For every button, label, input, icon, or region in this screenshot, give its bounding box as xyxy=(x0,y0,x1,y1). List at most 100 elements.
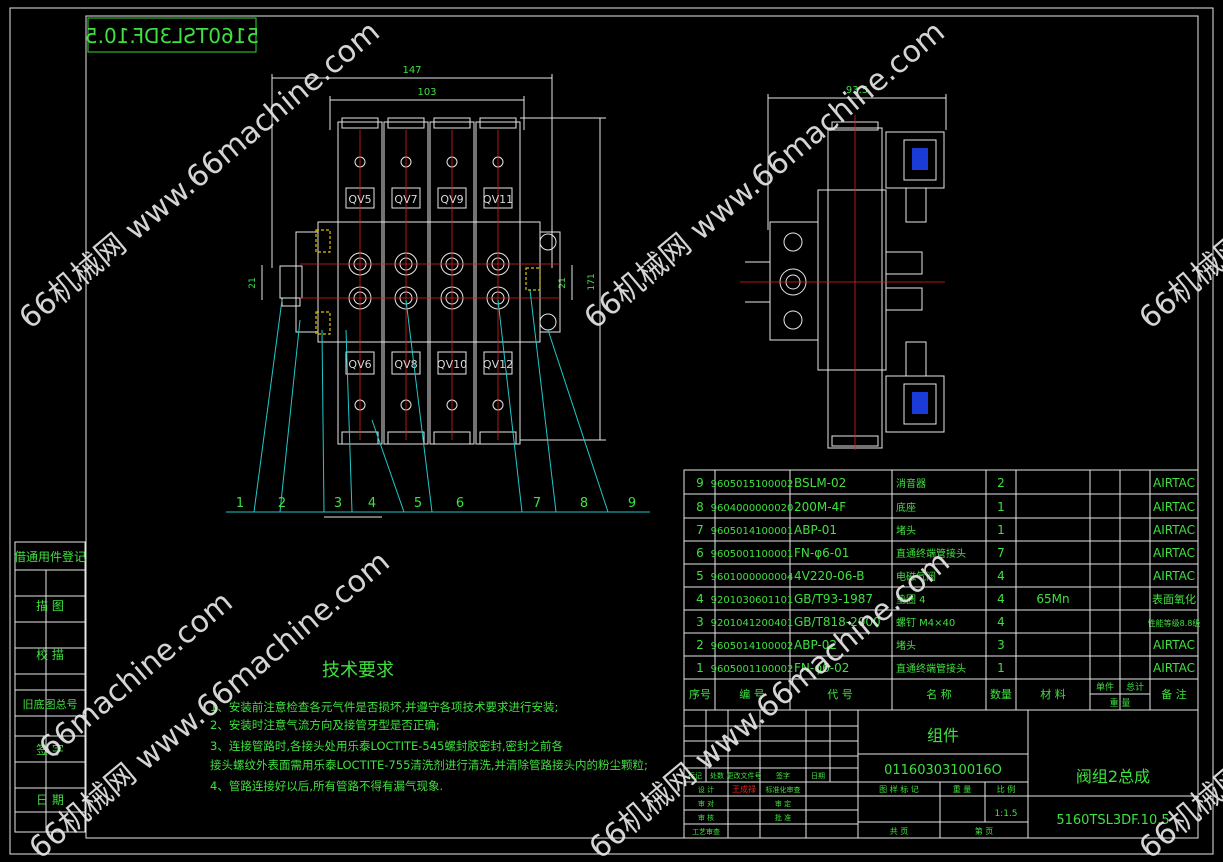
bom-spec-7: ABP-01 xyxy=(794,523,837,537)
bom-qty-3: 4 xyxy=(997,615,1005,629)
tb-review: 审 对 xyxy=(698,799,714,808)
balloon-7: 7 xyxy=(533,496,541,511)
bom-no-4: 4 xyxy=(696,592,704,606)
tb-scale: 1:1.5 xyxy=(994,809,1017,819)
balloon-1: 1 xyxy=(236,496,244,511)
side-view: 93.5 xyxy=(740,85,947,450)
bom-code-9: 9605015100002 xyxy=(711,479,794,490)
bom-h-note: 备 注 xyxy=(1161,687,1187,701)
valve-label-qv7: QV7 xyxy=(394,193,417,206)
balloon-3: 3 xyxy=(334,496,342,511)
bom-code-7: 9605014100001 xyxy=(711,526,794,537)
code-stamp: 5160TSL3DF.10.5 xyxy=(85,17,259,53)
tb-weight-label: 重 量 xyxy=(953,784,972,794)
balloon-2: 2 xyxy=(278,496,286,511)
bom-name-6: 直通终端管接头 xyxy=(896,547,966,560)
bom-h-code: 编 号 xyxy=(739,687,765,701)
bom-name-4: 垫圈 4 xyxy=(896,593,926,606)
bom-no-5: 5 xyxy=(696,569,704,583)
tb-approve: 批 准 xyxy=(775,813,791,822)
bom-qty-9: 2 xyxy=(997,476,1005,490)
bom-spec-2: ABP-02 xyxy=(794,638,837,652)
balloon-5: 5 xyxy=(414,496,422,511)
bom-no-3: 3 xyxy=(696,615,704,629)
bom-no-6: 6 xyxy=(696,546,704,560)
bom-spec-4: GB/T93-1987 xyxy=(794,592,873,606)
bom-spec-3: GB/T818-2000 xyxy=(794,615,881,629)
balloon-9: 9 xyxy=(628,496,636,511)
bom-qty-7: 1 xyxy=(997,523,1005,537)
bom-h-material: 材 料 xyxy=(1040,687,1066,701)
bom-spec-8: 200M-4F xyxy=(794,500,846,514)
bom-h-no: 序号 xyxy=(689,687,711,701)
tb-part-code: 0116030310016O xyxy=(884,763,1002,778)
bom-h-qty: 数量 xyxy=(990,688,1012,701)
valve-label-qv10: QV10 xyxy=(437,358,467,371)
bom-h-unit: 单件 xyxy=(1096,681,1114,693)
stamp-5: 日 期 xyxy=(36,793,64,807)
valve-label-qv6: QV6 xyxy=(348,358,371,371)
bom-code-6: 9605001100001 xyxy=(711,549,794,560)
bom-qty-1: 1 xyxy=(997,661,1005,675)
balloon-6: 6 xyxy=(456,496,464,511)
tb-date: 日期 xyxy=(811,772,825,780)
tb-product-name: 阀组2总成 xyxy=(1076,767,1150,786)
stamp-4: 签 字 xyxy=(36,742,64,757)
watermark-1: 66机械网 www.66machine.com xyxy=(13,14,387,336)
tb-assembly: 组件 xyxy=(927,726,959,745)
left-stamp-column: 借通用件登记 描 图 校 描 旧底图总号 签 字 日 期 xyxy=(14,541,86,833)
stamp-1: 描 图 xyxy=(36,599,64,613)
bom-code-8: 9604000000020 xyxy=(711,503,794,514)
watermark-3: 66机械网 xyxy=(1133,227,1223,336)
bom-name-9: 消音器 xyxy=(896,477,926,490)
tb-count: 处数 xyxy=(710,771,724,780)
bom-h-spec: 代 号 xyxy=(827,688,853,701)
bom-qty-8: 1 xyxy=(997,500,1005,514)
tech-line-2: 2、安装时注意气流方向及接管牙型是否正确; xyxy=(210,718,440,732)
tb-change-doc: 更改文件号 xyxy=(727,771,762,780)
bom-name-1: 直通终端管接头 xyxy=(896,662,966,675)
bom-note-1: AIRTAC xyxy=(1153,661,1195,675)
tb-sign: 签字 xyxy=(776,771,790,780)
bom-spec-9: BSLM-02 xyxy=(794,476,846,490)
tech-requirements: 技术要求 1、安装前注意检查各元气件是否损坏,并遵守各项技术要求进行安装; 2、… xyxy=(210,660,648,793)
stamp-3: 旧底图总号 xyxy=(23,697,78,711)
bom-no-9: 9 xyxy=(696,476,704,490)
tb-stage: 图 样 标 记 xyxy=(879,784,919,794)
bom-no-2: 2 xyxy=(696,638,704,652)
dim-21-left: 21 xyxy=(248,277,258,288)
valve-label-qv9: QV9 xyxy=(440,193,463,206)
bom-no-1: 1 xyxy=(696,661,704,675)
title-block: 组件 0116030310016O 阀组2总成 5160TSL3DF.10.5 … xyxy=(683,709,1199,839)
dim-21-right: 21 xyxy=(558,277,568,288)
tech-line-3: 3、连接管路时,各接头处用乐泰LOCTITE-545螺封胶密封,密封之前各 xyxy=(210,739,564,753)
bom-qty-2: 3 xyxy=(997,638,1005,652)
bom-note-9: AIRTAC xyxy=(1153,476,1195,490)
tech-title: 技术要求 xyxy=(322,660,394,681)
leaders: 1 2 3 4 5 6 7 8 9 xyxy=(226,289,650,518)
outer-frame xyxy=(9,7,1214,855)
bom-name-8: 底座 xyxy=(896,501,916,514)
stamp-0: 借通用件登记 xyxy=(14,549,86,564)
bom-no-8: 8 xyxy=(696,500,704,514)
bom-code-5: 9601000000004 xyxy=(711,572,794,583)
tech-line-5: 4、管路连接好以后,所有管路不得有漏气现象. xyxy=(210,779,443,793)
tb-check: 审 定 xyxy=(775,799,791,808)
stamp-2: 校 描 xyxy=(36,647,64,662)
tb-std: 标准化审查 xyxy=(766,785,801,794)
bom-name-7: 堵头 xyxy=(896,524,916,537)
bom-code-2: 9605014100002 xyxy=(711,641,794,652)
bom-name-2: 堵头 xyxy=(896,639,916,652)
bom-note-8: AIRTAC xyxy=(1153,500,1195,514)
bom-h-total: 总计 xyxy=(1126,681,1144,693)
bom-note-3: 性能等级8.8级 xyxy=(1148,618,1201,628)
bom-note-6: AIRTAC xyxy=(1153,546,1195,560)
dim-171: 171 xyxy=(587,273,597,290)
tb-drawing-no: 5160TSL3DF.10.5 xyxy=(1056,813,1169,828)
balloon-8: 8 xyxy=(580,496,588,511)
valve-label-qv8: QV8 xyxy=(394,358,417,371)
bom-note-7: AIRTAC xyxy=(1153,523,1195,537)
watermarks: 66机械网 www.66machine.com 66机械网 www.66mach… xyxy=(13,14,1223,862)
bom-h-name: 名 称 xyxy=(926,687,952,701)
tb-ratio-label: 比 例 xyxy=(997,784,1016,794)
